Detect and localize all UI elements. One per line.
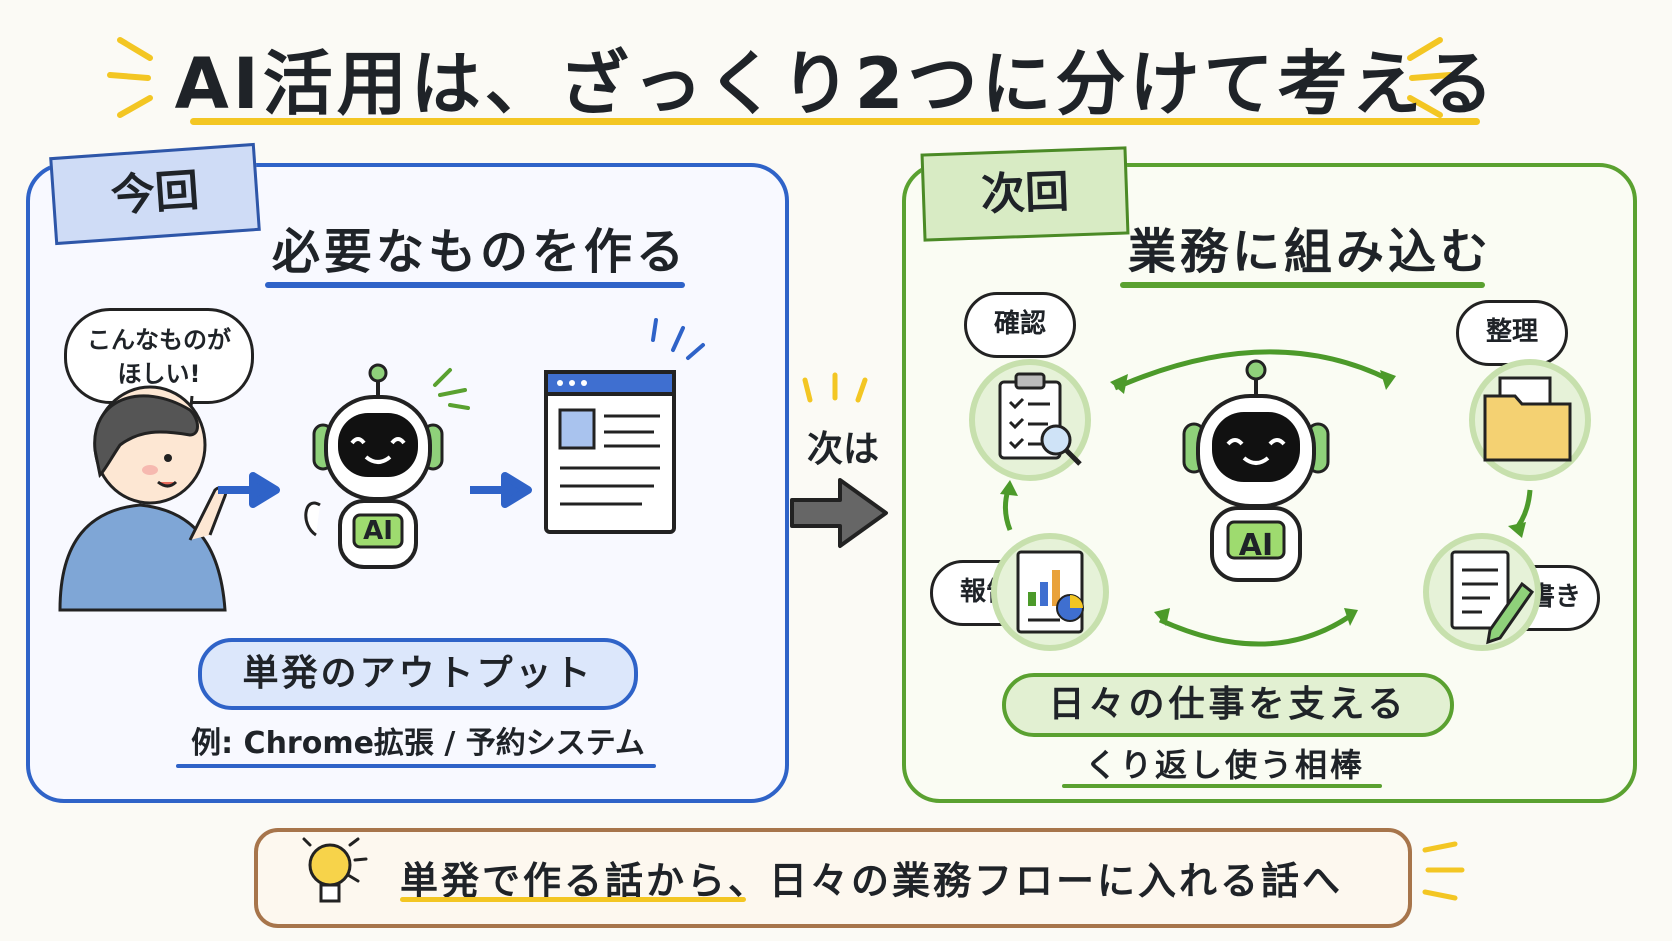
title-underline [190,118,1480,125]
partner-text: くり返し使う相棒 [1084,746,1365,784]
lightbulb-icon [302,837,368,903]
transition-arrow [790,478,888,548]
daily-support-pill: 日々の仕事を支える [1002,673,1454,737]
tag-next-time: 次回 [920,146,1130,242]
tag-this-time: 今回 [49,142,261,246]
footer-message: 単発で作る話から、日々の業務フローに入れる話へ [400,859,1344,903]
robot-right-illustration [1182,359,1330,582]
bubble-check: 確認 [964,292,1076,358]
robot-right-label: AI [1238,528,1274,563]
example-underline [176,764,656,768]
robot-left-label: AI [363,516,393,546]
transition-label: 次は [806,429,879,470]
arrow-ai-to-output [470,472,532,508]
speech-bubble-request: こんなものが ほしい! [64,308,254,404]
output-window-illustration [544,370,676,534]
heading-underline-left [265,282,685,288]
page-title: AI活用は、ざっくり2つに分けて考える [174,43,1498,125]
partner-underline [1062,784,1382,788]
example-text: 例: Chrome拡張 / 予約システム [191,726,645,761]
sparkle-next [802,372,868,403]
arrow-person-to-ai [218,472,280,508]
single-output-pill: 単発のアウトプット [198,638,638,710]
footer-sparkles [1422,841,1465,901]
sparkle-robot-left [433,368,470,410]
title-sparkles-right [1407,37,1453,118]
title-sparkles-left [107,37,153,118]
robot-left-illustration [304,363,444,569]
footer-underline [400,897,746,902]
heading-integrate-work: 業務に組み込む [1127,224,1492,280]
bubble-line-2: ほしい! [117,360,201,388]
task-cycle-diagram [969,349,1591,651]
bubble-line-1: こんなものが [87,326,231,354]
footer-box [254,828,1412,928]
heading-underline-right [1120,282,1485,288]
heading-make-things: 必要なものを作る [271,224,688,280]
person-illustration [58,385,228,612]
sparkle-window [651,318,705,360]
